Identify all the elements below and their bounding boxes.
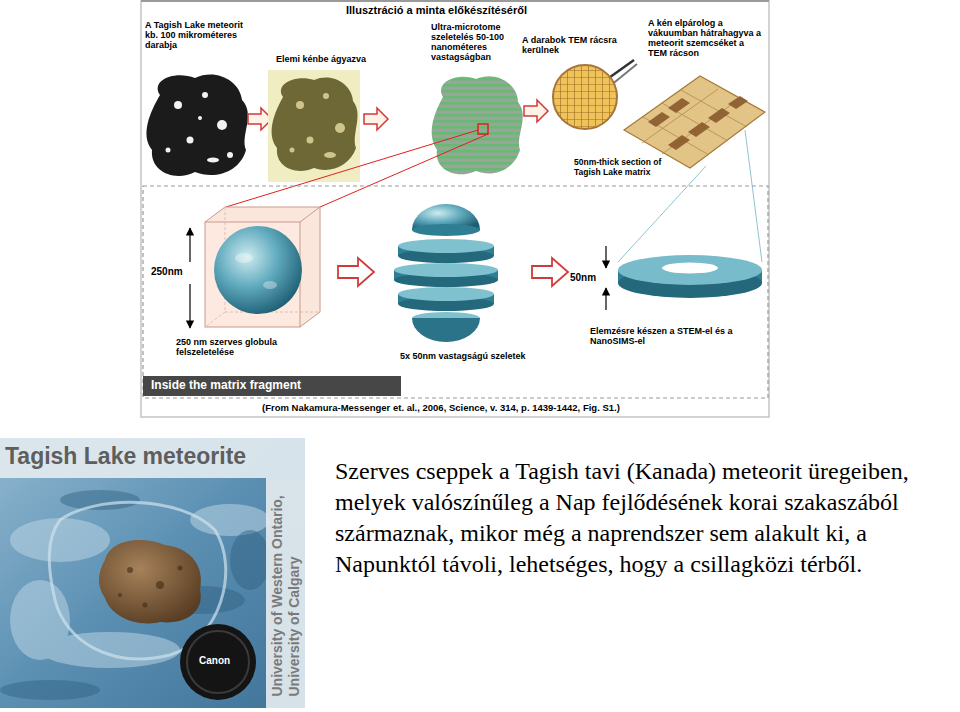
dimension-label: 250nm bbox=[151, 266, 183, 277]
title-band: Inside the matrix fragment bbox=[143, 376, 401, 396]
figure-title: Illusztráció a minta előkészítéséről bbox=[346, 4, 527, 16]
section-label: 50nm-thick section of Tagish Lake matrix bbox=[574, 158, 684, 177]
step-label: 5x 50nm vastagságú szeletek bbox=[400, 351, 526, 361]
step-label: Elemzésre készen a STEM-el és a NanoSIMS… bbox=[590, 326, 750, 346]
step-label: A darabok TEM rácsra kerülnek bbox=[522, 35, 626, 55]
photo-title: Tagish Lake meteorite bbox=[5, 444, 246, 470]
step-label: Elemi kénbe ágyazva bbox=[276, 54, 396, 64]
photo-credit: University of Western Ontario, Universit… bbox=[269, 482, 303, 697]
step-label: 250 nm szerves globula felszeletelése bbox=[176, 337, 336, 357]
step-label: Ultra-microtome szeletelés 50-100 nanomé… bbox=[431, 22, 527, 62]
brand-text: Canon bbox=[199, 655, 230, 666]
band-text: Inside the matrix fragment bbox=[151, 379, 393, 392]
step-label: A kén elpárolog a vákuumban hátrahagyva … bbox=[648, 18, 764, 58]
dimension-label: 50nm bbox=[570, 272, 596, 283]
source-note: (From Nakamura-Messenger et. al., 2006, … bbox=[262, 403, 767, 414]
caption: Szerves cseppek a Tagish tavi (Kanada) m… bbox=[335, 456, 957, 580]
step-label: A Tagish Lake meteorit kb. 100 mikrométe… bbox=[145, 20, 253, 50]
